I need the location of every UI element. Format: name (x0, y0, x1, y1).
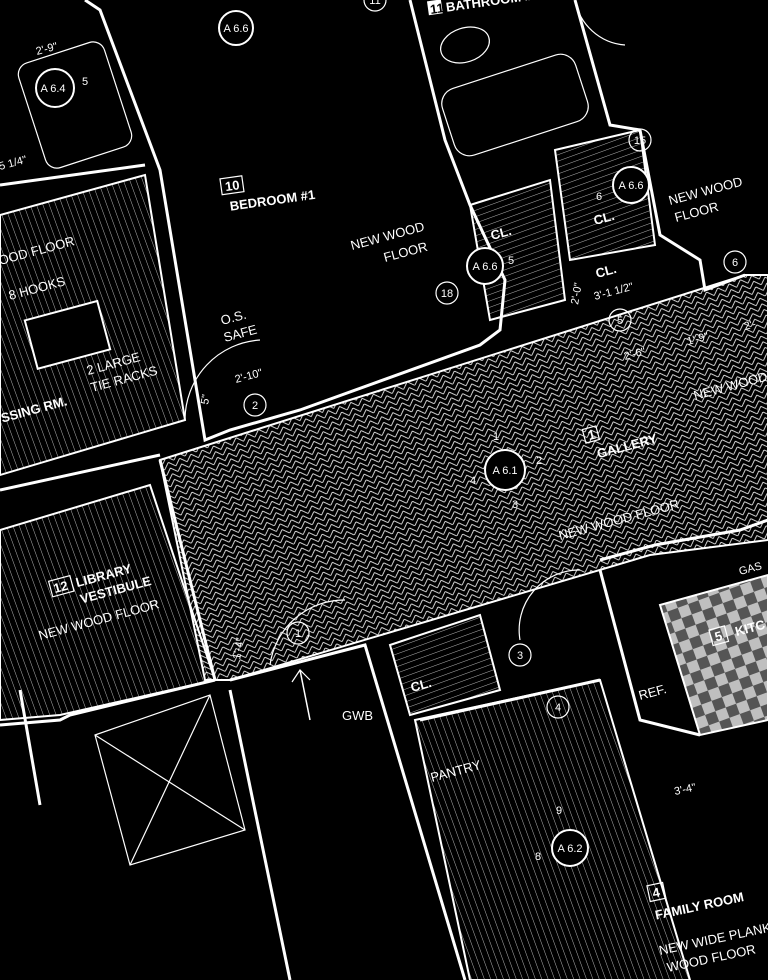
marker-4: 4 (546, 695, 570, 719)
svg-text:11: 11 (429, 0, 445, 17)
elevation-tag-a61: A 6.1 1 2 3 4 (470, 431, 542, 511)
svg-text:A 6.2: A 6.2 (557, 843, 582, 855)
svg-text:2'-9": 2'-9" (35, 41, 59, 58)
svg-text:A 6.4: A 6.4 (40, 83, 65, 95)
svg-text:2'-6": 2'-6" (623, 346, 647, 363)
svg-text:5": 5" (199, 393, 213, 405)
svg-text:2'-0": 2'-0" (569, 282, 585, 306)
svg-text:5 1/4": 5 1/4" (0, 154, 28, 173)
svg-text:A 6.6: A 6.6 (223, 23, 248, 35)
svg-text:GAS: GAS (738, 560, 764, 578)
closet-labels: CL. CL. CL. CL. (409, 208, 618, 695)
svg-text:1: 1 (295, 628, 301, 640)
closet-floors (388, 128, 657, 717)
marker-1: 1 (286, 621, 310, 645)
svg-text:8: 8 (535, 851, 541, 863)
svg-text:1: 1 (493, 431, 499, 443)
svg-text:REF.: REF. (637, 681, 668, 703)
svg-text:3: 3 (517, 650, 523, 662)
door-swings (184, 0, 626, 666)
elevation-tag-a66-mid: A 6.6 5 (466, 247, 514, 285)
svg-text:12: 12 (52, 578, 70, 596)
elevator-box (94, 694, 246, 866)
svg-text:2: 2 (252, 400, 258, 412)
svg-text:1: 1 (586, 427, 597, 443)
svg-text:5: 5 (713, 628, 724, 644)
svg-text:15: 15 (634, 135, 646, 147)
svg-text:BEDROOM #1: BEDROOM #1 (229, 187, 316, 214)
svg-text:18: 18 (441, 288, 453, 300)
svg-text:A 6.1: A 6.1 (492, 465, 517, 477)
svg-text:2'-: 2'- (743, 318, 758, 333)
elevation-tag-a66-right: A 6.6 6 (596, 166, 650, 204)
svg-text:O.S.: O.S. (219, 307, 248, 328)
entry-arrow (291, 669, 311, 721)
svg-text:3'-1 1/2": 3'-1 1/2" (593, 281, 635, 303)
svg-text:5: 5 (508, 255, 514, 267)
svg-text:3: 3 (512, 499, 518, 511)
svg-text:1'-4": 1'-4" (231, 637, 247, 661)
marker-6: 6 (723, 250, 747, 274)
svg-text:CL.: CL. (409, 675, 433, 695)
svg-text:11: 11 (369, 0, 380, 7)
svg-text:2: 2 (536, 455, 542, 467)
svg-text:4: 4 (555, 702, 561, 714)
elevation-tag-a62: A 6.2 8 9 (535, 805, 589, 867)
svg-text:CL.: CL. (594, 261, 618, 281)
svg-text:10: 10 (224, 177, 240, 194)
svg-text:4: 4 (651, 884, 662, 900)
svg-text:GWB: GWB (342, 708, 373, 723)
marker-15: 15 (628, 128, 652, 152)
room-label-bathroom: 11 BATHROOM #1 (426, 0, 540, 17)
svg-text:9: 9 (556, 805, 562, 817)
family-room-floor (413, 678, 692, 980)
marker-3: 3 (508, 643, 532, 667)
marker-11: 11 (363, 0, 387, 12)
elevation-tag-a66-top: A 6.6 (218, 10, 254, 46)
elevation-tag-a64: A 6.4 5 (35, 68, 88, 108)
room-label-bedroom: 10 BEDROOM #1 (219, 175, 316, 214)
svg-text:5: 5 (617, 315, 623, 327)
svg-text:2'-10": 2'-10" (234, 367, 264, 386)
svg-text:CL.: CL. (592, 208, 616, 228)
svg-text:4: 4 (470, 475, 476, 487)
kitchen-tile-floor (658, 573, 768, 737)
marker-5: 5 (608, 308, 632, 332)
svg-text:A 6.6: A 6.6 (618, 180, 643, 192)
svg-text:6: 6 (596, 191, 602, 203)
svg-text:BATHROOM #1: BATHROOM #1 (445, 0, 540, 15)
marker-18: 18 (435, 281, 459, 305)
svg-text:FAMILY ROOM: FAMILY ROOM (654, 889, 745, 922)
svg-text:A 6.6: A 6.6 (472, 261, 497, 273)
svg-text:CL.: CL. (489, 223, 513, 243)
svg-text:1'-9": 1'-9" (686, 331, 710, 348)
svg-text:5: 5 (82, 76, 88, 88)
marker-2: 2 (243, 393, 267, 417)
svg-text:6: 6 (732, 257, 738, 269)
svg-text:3'-4": 3'-4" (673, 782, 697, 798)
bathroom-fixtures (17, 26, 589, 169)
